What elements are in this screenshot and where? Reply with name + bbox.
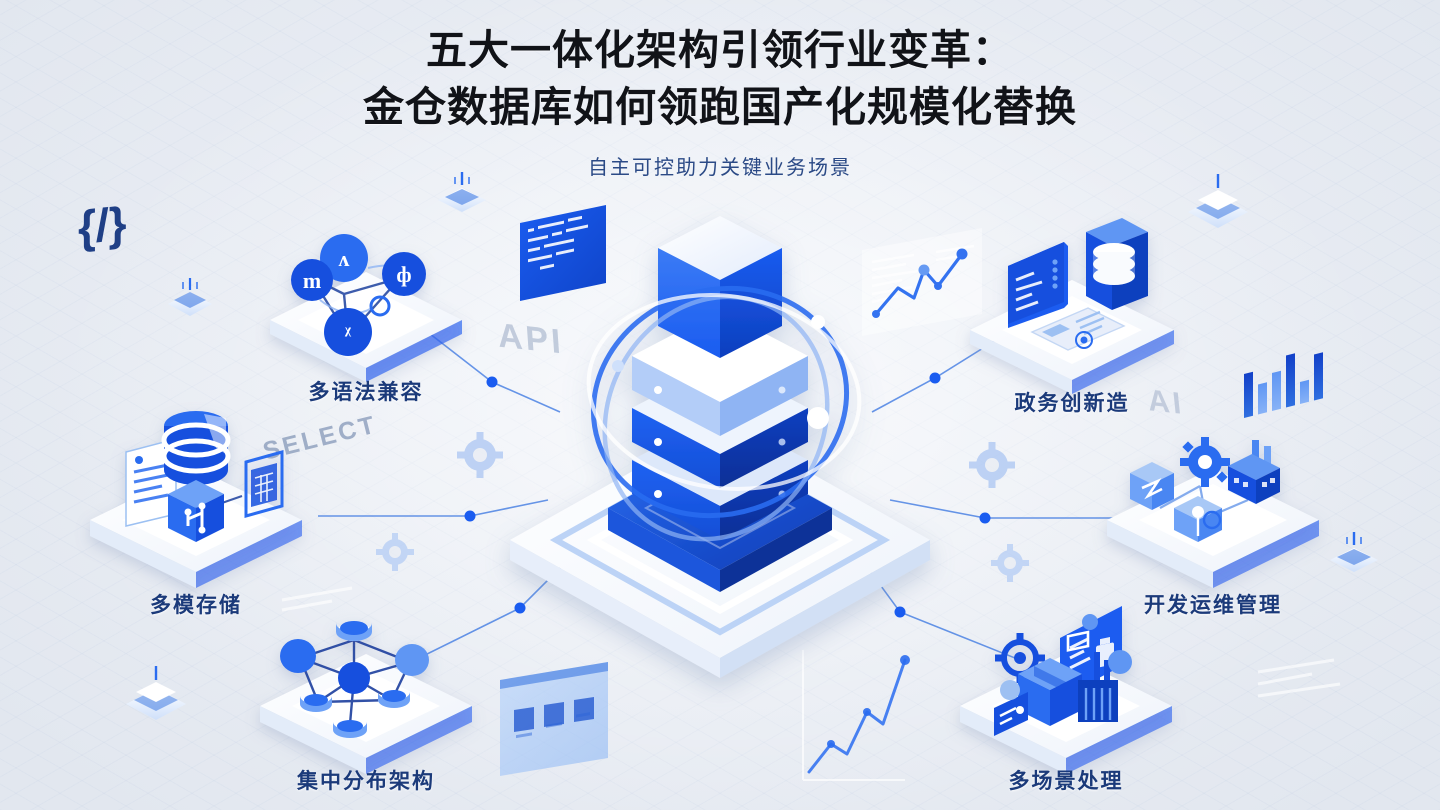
node-label-multi-syntax: 多语法兼容 [308,381,424,404]
svg-text:ф: ф [396,262,411,287]
node-label-devops: 开发运维管理 [1144,594,1282,617]
node-gov-innovation [970,218,1174,394]
node-label-gov-innovation: 政务创新造 [1014,392,1130,415]
header: 五大一体化架构引领行业变革： 金仓数据库如何领跑国产化规模化替换 自主可控助力关… [0,0,1440,180]
svg-text:ᵡ: ᵡ [345,320,352,345]
node-label-multi-scene: 多场景处理 [1008,770,1124,793]
node-label-distributed: 集中分布架构 [297,770,435,793]
svg-text:ᴧ: ᴧ [338,246,350,271]
page-title-line-1: 五大一体化架构引领行业变革： [426,27,1014,73]
page-title-line-2: 金仓数据库如何领跑国产化规模化替换 [363,83,1077,130]
node-multi-scene [960,606,1172,774]
node-multi-storage [90,411,302,588]
page-subtitle: 自主可控助力关键业务场景 [588,157,852,180]
database-core [510,216,930,678]
node-label-multi-storage: 多模存储 [150,594,242,617]
node-devops [1107,437,1319,588]
node-multi-syntax: ᴧ m ф ᵡ [270,234,462,382]
node-distributed [260,621,472,774]
multi-scenario-icon [994,606,1132,736]
svg-text:m: m [303,268,321,293]
